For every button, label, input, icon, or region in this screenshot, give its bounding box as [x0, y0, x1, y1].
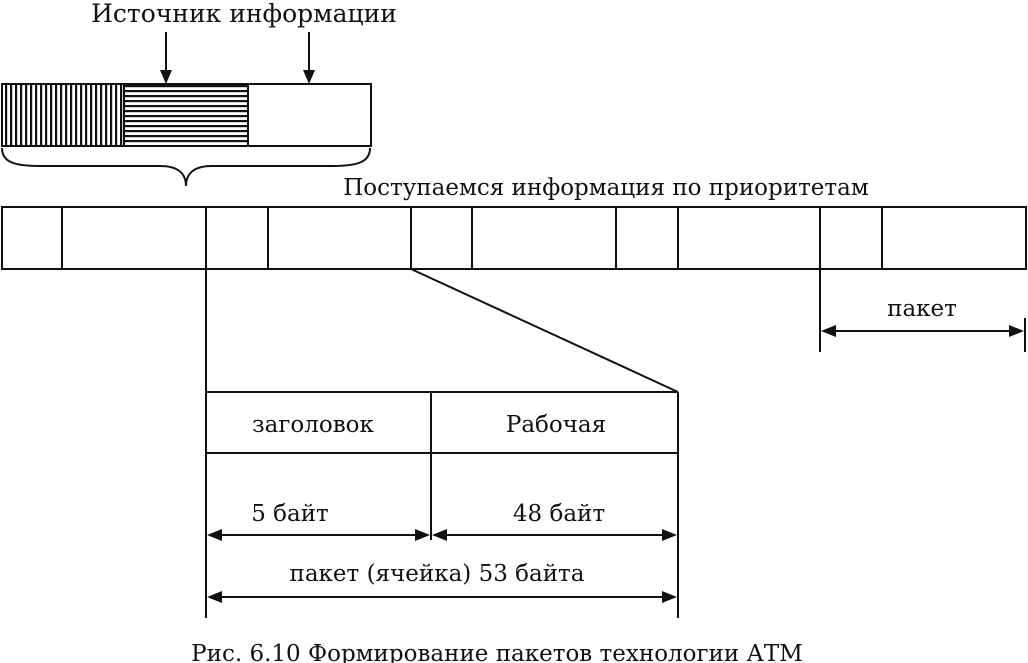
header-arrowhead-right — [415, 529, 430, 541]
source-buffer — [1, 83, 372, 147]
packet-arrowhead-right — [1009, 325, 1024, 337]
cell-stream — [1, 206, 1027, 270]
cell-size-label: пакет (ячейка) 53 байта — [290, 561, 585, 587]
cell-detail — [206, 391, 679, 618]
packet-label: пакет — [887, 296, 957, 322]
source-label: Источник информации — [91, 0, 397, 28]
header-label: заголовок — [252, 412, 374, 438]
figure-caption: Рис. 6.10 Формирование пакетов технологи… — [191, 641, 803, 663]
source-arrowhead-right — [303, 70, 315, 84]
payload-label: Рабочая — [506, 412, 606, 438]
source-arrowhead-left — [160, 70, 172, 84]
header-size-label: 5 байт — [251, 501, 329, 527]
packet-arrowhead-left — [821, 325, 836, 337]
brace — [1, 147, 371, 187]
payload-arrowhead-left — [432, 529, 447, 541]
header-arrowhead-left — [207, 529, 222, 541]
stream-label: Поступаемся информация по приоритетам — [343, 175, 869, 201]
payload-arrowhead-right — [662, 529, 677, 541]
payload-size-label: 48 байт — [513, 501, 605, 527]
cell-arrowhead-left — [207, 591, 222, 603]
cell-arrowhead-right — [662, 591, 677, 603]
expand-line-diagonal — [410, 268, 679, 393]
